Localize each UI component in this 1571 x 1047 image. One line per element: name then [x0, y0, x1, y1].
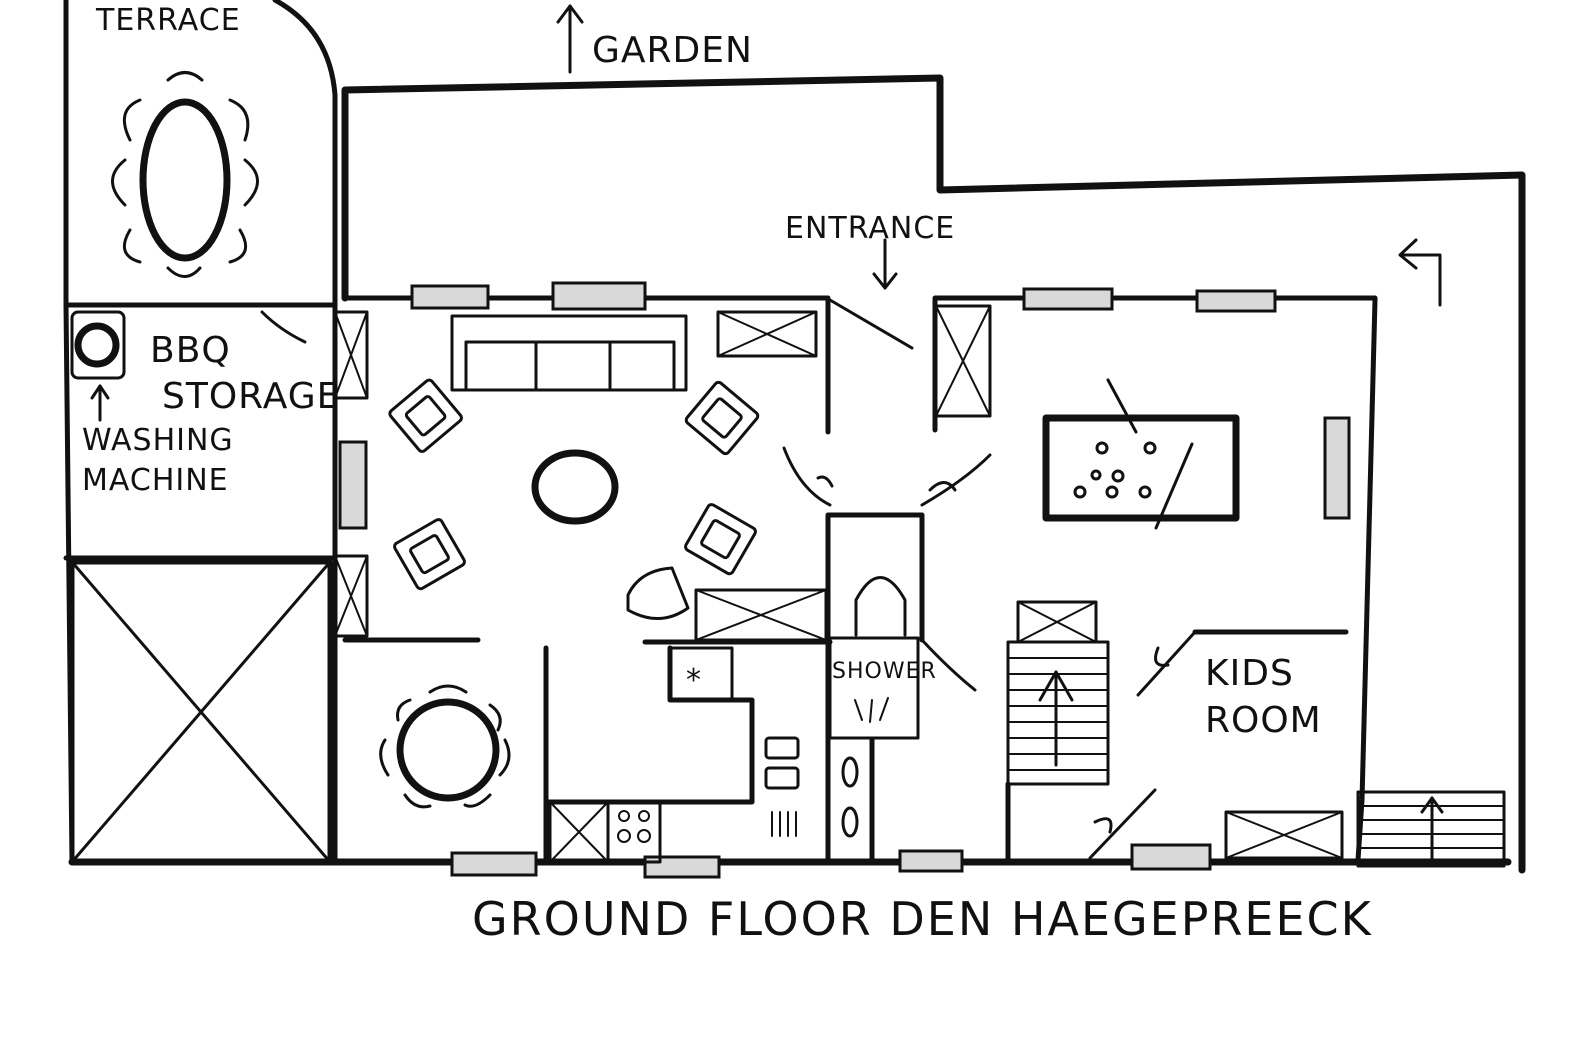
shower-label: SHOWER: [832, 659, 937, 684]
sofa-icon: [450, 314, 688, 392]
kids-label: KIDS: [1205, 653, 1294, 694]
storage-block: [69, 559, 333, 865]
armchair-icon: [393, 518, 466, 591]
side-corridor: [1356, 238, 1506, 868]
washing-machine-icon: [74, 322, 120, 368]
windows: [338, 281, 1351, 879]
bathroom: SHOWER: [825, 297, 992, 865]
window: [1130, 843, 1212, 871]
window: [338, 440, 368, 530]
toilet-icon: [854, 576, 907, 637]
staircase: [1005, 600, 1110, 865]
bbq-storage-room: BBQ STORAGE WASHING MACHINE: [63, 310, 340, 561]
storage-label: STORAGE: [162, 376, 340, 417]
hob-star: *: [686, 663, 702, 698]
machine-label: MACHINE: [82, 463, 229, 498]
arrow-up-icon: [90, 384, 110, 422]
dining-table-icon: [396, 698, 500, 802]
washing-label: WASHING: [82, 423, 234, 458]
entrance-label: ENTRANCE: [785, 211, 955, 246]
cabinet: [1224, 810, 1344, 860]
living-room: [333, 297, 834, 645]
window: [898, 849, 964, 873]
window: [1323, 416, 1351, 520]
cabinet: [333, 554, 369, 638]
arrow-up-icon: [556, 4, 584, 74]
bbq-label: BBQ: [150, 330, 231, 371]
cabinet: [934, 304, 992, 418]
terrace-area: TERRACE: [63, 0, 338, 308]
entrance-marker: ENTRANCE: [785, 211, 955, 350]
shower-area: [828, 636, 920, 740]
chair-icon: [626, 566, 690, 620]
cabinet: [333, 310, 369, 400]
billiard-table-icon: [1042, 414, 1240, 522]
return-arrow-icon: [1398, 238, 1442, 307]
stairs-icon: [1006, 640, 1110, 786]
cabinet: [716, 310, 818, 358]
window: [551, 281, 647, 311]
stairs-icon: [1356, 790, 1506, 868]
room-label: ROOM: [1205, 700, 1322, 741]
window: [1022, 287, 1114, 311]
plan-title: GROUND FLOOR DEN HAEGEPREECK: [472, 892, 1373, 946]
kitchen: *: [543, 645, 800, 864]
garden-label: GARDEN: [592, 30, 753, 71]
armchair-icon: [684, 380, 760, 456]
window: [1195, 289, 1277, 313]
terrace-label: TERRACE: [95, 3, 241, 38]
outer-walls: [63, 74, 1526, 874]
window: [643, 855, 721, 879]
arrow-down-icon: [872, 238, 898, 290]
right-room: KIDS ROOM: [1042, 378, 1349, 860]
garden-marker: GARDEN: [556, 4, 753, 74]
window: [450, 851, 538, 877]
terrace-table-icon: [111, 71, 259, 278]
stove-icon: [606, 800, 662, 864]
armchair-icon: [388, 378, 463, 453]
window: [410, 284, 490, 310]
coffee-table-icon: [531, 449, 619, 525]
armchair-icon: [684, 503, 757, 576]
dining-area: [379, 645, 549, 865]
